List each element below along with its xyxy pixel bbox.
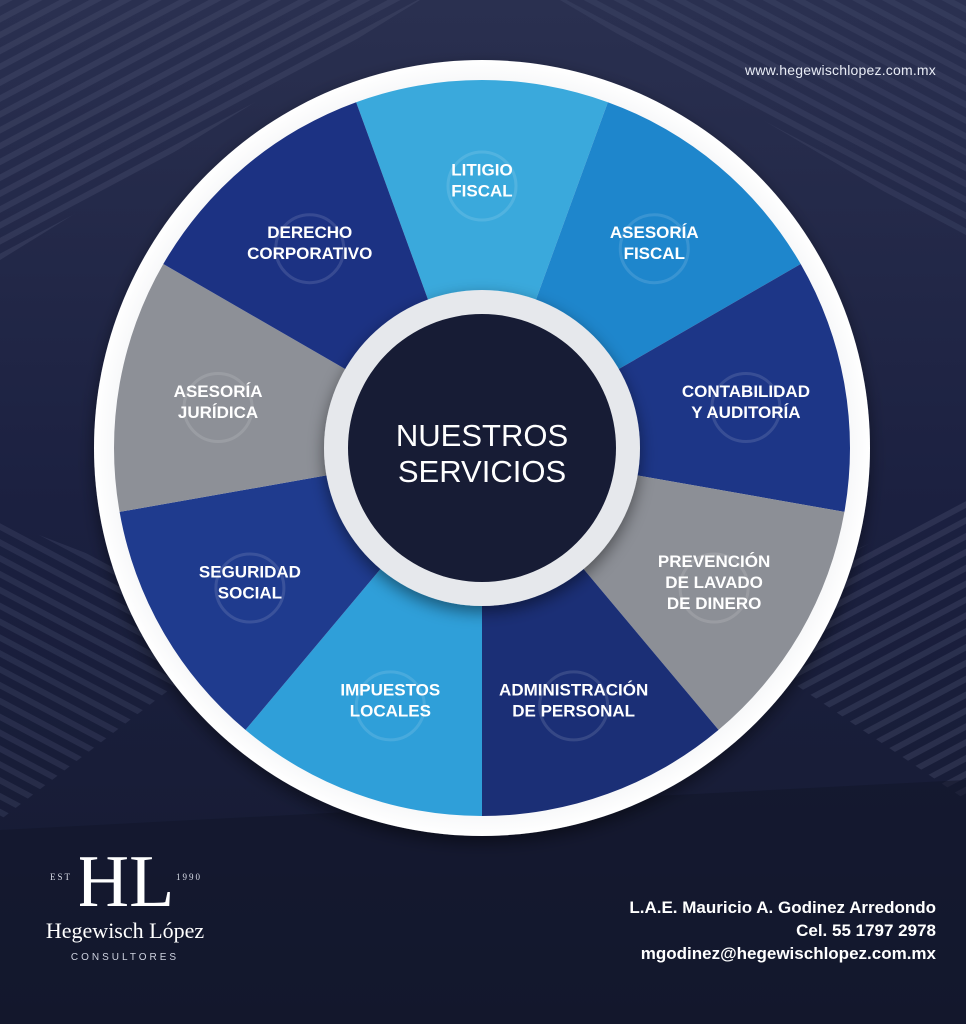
service-label: LITIGIO [451, 161, 512, 180]
service-label: CONTABILIDAD [682, 382, 810, 401]
company-logo: HL EST 1990 Hegewisch López CONSULTORES [30, 842, 220, 972]
service-label: DE PERSONAL [512, 701, 635, 720]
contact-block: L.A.E. Mauricio A. Godinez Arredondo Cel… [629, 896, 936, 965]
logo-est: EST [50, 872, 73, 882]
center-title-line2: SERVICIOS [398, 454, 566, 489]
service-segment [356, 79, 608, 308]
service-label: Y AUDITORÍA [691, 403, 800, 422]
service-segment [611, 264, 850, 512]
pie-chart-icon [354, 670, 426, 742]
service-label: ADMINISTRACIÓN [499, 680, 648, 699]
service-segment [482, 562, 719, 816]
center-title-line1: NUESTROS [396, 418, 568, 453]
service-label: LOCALES [350, 701, 431, 720]
svg-text:HL: HL [80, 842, 170, 914]
calendar-icon [214, 552, 286, 624]
service-label: CORPORATIVO [247, 244, 372, 263]
service-label: FISCAL [624, 244, 685, 263]
service-segment [163, 102, 431, 373]
service-label: SEGURIDAD [199, 563, 301, 582]
hl-monogram-icon: HL [80, 842, 170, 914]
service-segment [533, 102, 801, 373]
logo-subtitle: CONSULTORES [70, 952, 180, 963]
service-label: JURÍDICA [178, 403, 258, 422]
document-icon [274, 213, 346, 285]
logo-name: Hegewisch López [45, 918, 205, 943]
website-url[interactable]: www.hegewischlopez.com.mx [745, 62, 936, 78]
service-segment [578, 474, 845, 730]
pen-icon [446, 150, 518, 222]
service-label: DE LAVADO [665, 573, 763, 592]
service-segment [119, 474, 386, 730]
service-label: IMPUESTOS [340, 680, 440, 699]
money-icon [678, 552, 750, 624]
people-icon [538, 670, 610, 742]
logo-year: 1990 [176, 872, 202, 882]
service-label: DERECHO [267, 223, 352, 242]
presentation-board-icon [618, 213, 690, 285]
service-label: ASESORÍA [174, 382, 263, 401]
service-label: SOCIAL [218, 584, 282, 603]
service-segment [245, 562, 482, 816]
service-label: DE DINERO [667, 594, 761, 613]
contact-phone[interactable]: Cel. 55 1797 2978 [796, 921, 936, 940]
handshake-icon [182, 371, 254, 443]
service-label: FISCAL [451, 182, 512, 201]
contact-name: L.A.E. Mauricio A. Godinez Arredondo [629, 898, 936, 917]
coins-icon [710, 371, 782, 443]
service-segment [113, 264, 353, 512]
contact-email[interactable]: mgodinez@hegewischlopez.com.mx [640, 944, 936, 963]
service-label: ASESORÍA [610, 223, 699, 242]
center-disc [348, 314, 616, 582]
service-label: PREVENCIÓN [658, 552, 770, 571]
